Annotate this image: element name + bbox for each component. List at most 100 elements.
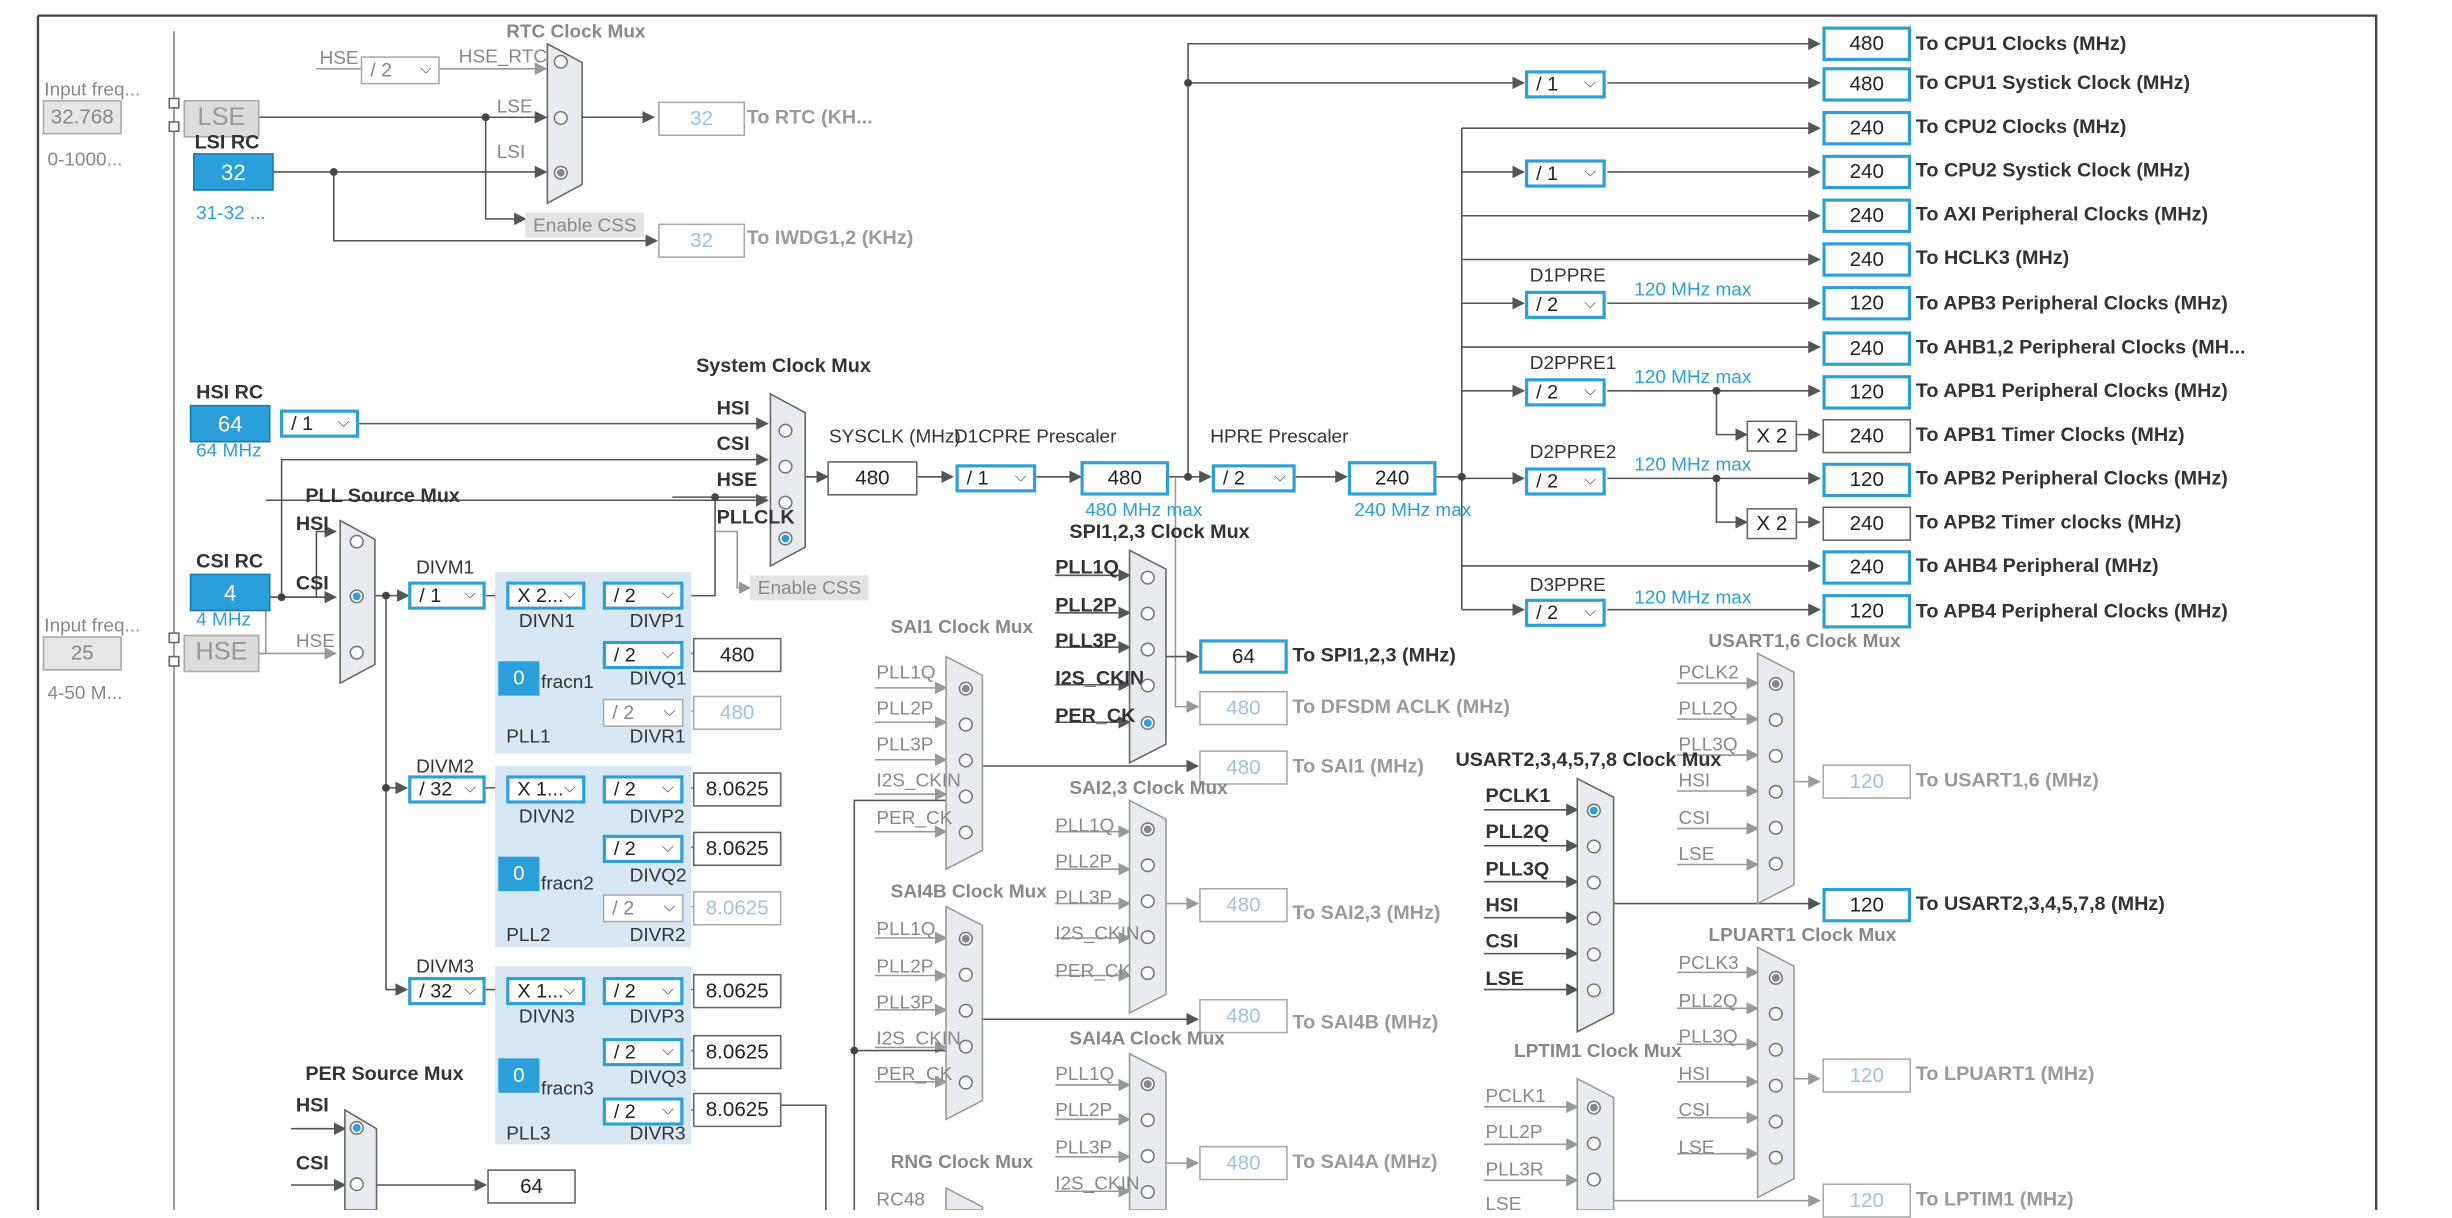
usart-radio-6[interactable] (1586, 983, 1601, 998)
sai4b-radio-5[interactable] (958, 1075, 973, 1090)
lpuart1-radio-2[interactable] (1768, 1006, 1783, 1021)
rtc-mux-radio-lsi[interactable] (553, 165, 568, 180)
sai1-radio-1[interactable] (958, 681, 973, 696)
sai1-radio-3[interactable] (958, 753, 973, 768)
hclk3-value[interactable]: 240 (1822, 242, 1912, 277)
cpu2-systick-div-select[interactable]: / 1 (1525, 159, 1606, 188)
spi123-value[interactable]: 64 (1199, 639, 1288, 674)
cpu1-systick-div-select[interactable]: / 1 (1525, 70, 1606, 99)
apb3-value[interactable]: 120 (1822, 286, 1912, 321)
lpuart1-radio-1[interactable] (1768, 970, 1783, 985)
lpuart1-radio-3[interactable] (1768, 1042, 1783, 1057)
cpu1-systick-value[interactable]: 480 (1822, 67, 1912, 102)
d2ppre1-div-select[interactable]: / 2 (1525, 378, 1606, 407)
sai4a-radio-1[interactable] (1140, 1077, 1155, 1092)
lptim1-radio-1[interactable] (1586, 1100, 1601, 1115)
fracn2-value[interactable]: 0 (498, 856, 540, 892)
cpu2-clock-value[interactable]: 240 (1822, 110, 1912, 146)
sai23-radio-2[interactable] (1140, 858, 1155, 873)
lse-input-freq-value[interactable]: 32.768 (42, 100, 122, 135)
usart16-radio-3[interactable] (1768, 748, 1783, 763)
d3ppre-div-select[interactable]: / 2 (1525, 598, 1606, 627)
sai1-radio-5[interactable] (958, 825, 973, 840)
divp3-select[interactable]: / 2 (602, 977, 684, 1006)
fracn1-value[interactable]: 0 (498, 661, 540, 696)
divq2-select[interactable]: / 2 (602, 834, 684, 863)
sai23-radio-3[interactable] (1140, 894, 1155, 909)
ahb4-value[interactable]: 240 (1822, 550, 1912, 585)
divq1-select[interactable]: / 2 (602, 640, 684, 670)
lpuart1-radio-5[interactable] (1768, 1114, 1783, 1129)
lptim1-radio-3[interactable] (1586, 1172, 1601, 1187)
d1cpre-value[interactable]: 480 (1080, 461, 1170, 496)
rtc-mux-radio-lse[interactable] (553, 110, 568, 126)
sai4a-radio-3[interactable] (1140, 1149, 1155, 1164)
divp2-select[interactable]: / 2 (602, 775, 684, 804)
rtc-mux-radio-hse[interactable] (553, 54, 568, 69)
hsi-div-select[interactable]: / 1 (280, 409, 360, 438)
pll-source-radio-hse[interactable] (349, 645, 364, 660)
per-radio-csi[interactable] (349, 1177, 364, 1192)
sai1-radio-2[interactable] (958, 717, 973, 732)
usart16-radio-4[interactable] (1768, 784, 1783, 799)
rtc-enable-css-button[interactable]: Enable CSS (525, 212, 645, 238)
axi-clock-value[interactable]: 240 (1822, 198, 1912, 233)
apb1-value[interactable]: 120 (1822, 375, 1912, 410)
spi-radio-4[interactable] (1140, 678, 1155, 693)
spi-radio-2[interactable] (1140, 606, 1155, 621)
divm2-select[interactable]: / 32 (408, 775, 486, 804)
usart16-radio-6[interactable] (1768, 856, 1783, 871)
divn2-select[interactable]: X 1... (506, 775, 586, 804)
usart16-radio-5[interactable] (1768, 820, 1783, 835)
divn3-select[interactable]: X 1... (506, 977, 586, 1006)
sysmux-radio-hse[interactable] (778, 495, 793, 510)
sai23-radio-4[interactable] (1140, 930, 1155, 945)
sysmux-radio-pllclk[interactable] (778, 531, 793, 546)
d2ppre2-div-select[interactable]: / 2 (1525, 467, 1606, 496)
apb2-value[interactable]: 120 (1822, 462, 1912, 498)
rtc-hse-div-select[interactable]: / 2 (360, 56, 440, 85)
apb4-value[interactable]: 120 (1822, 594, 1912, 629)
lpuart1-radio-4[interactable] (1768, 1078, 1783, 1093)
spi-radio-3[interactable] (1140, 642, 1155, 657)
sai4a-radio-4[interactable] (1140, 1184, 1155, 1200)
usart-radio-4[interactable] (1586, 911, 1601, 926)
sai4b-radio-3[interactable] (958, 1003, 973, 1018)
sai23-radio-1[interactable] (1140, 822, 1155, 837)
fracn3-value[interactable]: 0 (498, 1058, 540, 1093)
usart-radio-2[interactable] (1586, 839, 1601, 854)
cpu1-clock-value[interactable]: 480 (1822, 26, 1912, 61)
divr1-select[interactable]: / 2 (602, 698, 684, 727)
spi-radio-1[interactable] (1140, 570, 1155, 585)
sai23-radio-5[interactable] (1140, 966, 1155, 981)
usart-radio-1[interactable] (1586, 803, 1601, 818)
divr2-select[interactable]: / 2 (602, 894, 684, 923)
sai4a-radio-2[interactable] (1140, 1113, 1155, 1128)
divp1-select[interactable]: / 2 (602, 581, 684, 610)
divr3-select[interactable]: / 2 (602, 1097, 684, 1126)
divm3-select[interactable]: / 32 (408, 977, 486, 1006)
sysmux-radio-csi[interactable] (778, 459, 793, 474)
d1cpre-div-select[interactable]: / 1 (955, 464, 1037, 493)
divn1-select[interactable]: X 2... (506, 581, 586, 610)
divm1-select[interactable]: / 1 (408, 581, 486, 610)
sys-enable-css-button[interactable]: Enable CSS (749, 575, 870, 601)
lse-oscillator[interactable]: LSE (183, 100, 260, 138)
divq3-select[interactable]: / 2 (602, 1038, 684, 1067)
ahb12-value[interactable]: 240 (1822, 331, 1912, 366)
sai4b-radio-1[interactable] (958, 931, 973, 946)
hse-input-freq-value[interactable]: 25 (42, 636, 122, 671)
spi-radio-5[interactable] (1140, 715, 1155, 731)
pll-source-radio-csi[interactable] (349, 589, 364, 604)
sai4b-radio-2[interactable] (958, 967, 973, 982)
usart-radio-5[interactable] (1586, 947, 1601, 962)
usart-radio-3[interactable] (1586, 875, 1601, 890)
sai4b-radio-4[interactable] (958, 1039, 973, 1054)
cpu2-systick-value[interactable]: 240 (1822, 154, 1912, 190)
sysmux-radio-hsi[interactable] (778, 423, 793, 438)
hpre-value[interactable]: 240 (1347, 461, 1437, 496)
usart16-radio-2[interactable] (1768, 712, 1783, 727)
pll-source-radio-hsi[interactable] (349, 534, 364, 549)
lpuart1-radio-6[interactable] (1768, 1150, 1783, 1165)
usart16-radio-1[interactable] (1768, 676, 1783, 691)
